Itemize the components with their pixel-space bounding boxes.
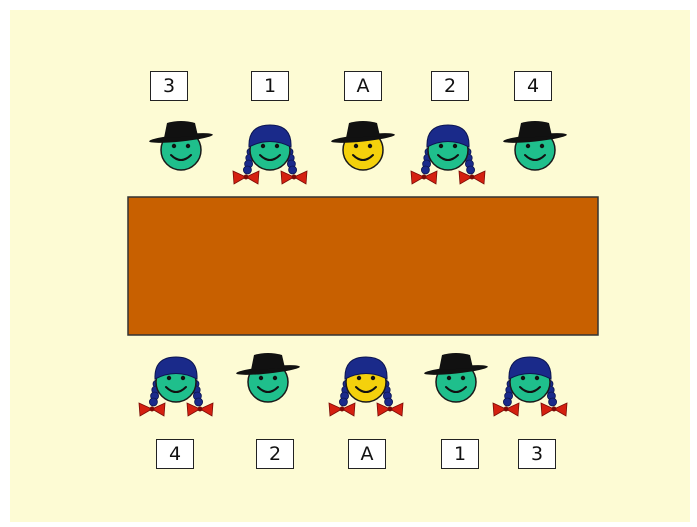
top-label-4: 2 <box>431 71 469 101</box>
bottom-label-4: 1 <box>441 439 479 469</box>
top-label-1: 3 <box>150 71 188 101</box>
bottom-label-1: 4 <box>156 439 194 469</box>
bottom-label-3: A <box>348 439 386 469</box>
bottom-label-2: 2 <box>256 439 294 469</box>
top-label-5: 4 <box>514 71 552 101</box>
table <box>128 197 598 335</box>
top-label-2: 1 <box>251 71 289 101</box>
top-label-3: A <box>344 71 382 101</box>
bottom-label-5: 3 <box>518 439 556 469</box>
